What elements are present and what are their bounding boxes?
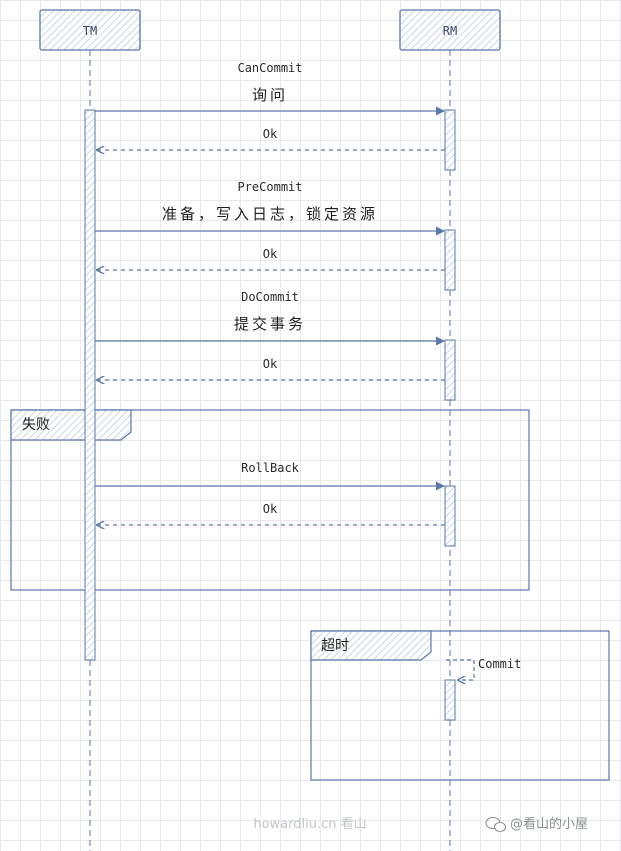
rollback-label: RollBack — [241, 461, 300, 475]
rm-activation-3 — [444, 339, 456, 401]
failure-frame: 失败 — [10, 409, 530, 591]
watermark-text: howardliu.cn 看山 — [253, 816, 366, 832]
self-commit-label: Commit — [478, 657, 521, 671]
ok-label-1: Ok — [263, 127, 278, 141]
account-name: @看山的小屋 — [510, 816, 588, 832]
timeout-frame: 超时 — [310, 630, 610, 781]
cancommit-sub-label: 询问 — [252, 86, 288, 104]
rm-activation-2 — [444, 229, 456, 291]
timeout-frame-label: 超时 — [321, 638, 349, 654]
tm-activation — [84, 109, 96, 661]
rm-activation-5 — [444, 679, 456, 721]
tm-actor: TM — [39, 9, 141, 51]
rm-actor-label: RM — [443, 24, 457, 38]
ok-label-3: Ok — [263, 357, 278, 371]
ok-label-2: Ok — [263, 247, 278, 261]
self-commit-arrow — [446, 659, 475, 680]
docommit-label: DoCommit — [241, 290, 299, 304]
rm-activation-1 — [444, 109, 456, 171]
tm-actor-label: TM — [83, 24, 97, 38]
docommit-sub-label: 提交事务 — [234, 315, 306, 333]
rm-actor: RM — [399, 9, 501, 51]
failure-frame-label: 失败 — [22, 417, 50, 433]
wechat-icon — [485, 816, 507, 833]
rm-activation-4 — [444, 485, 456, 547]
precommit-label: PreCommit — [237, 180, 302, 194]
ok-label-4: Ok — [263, 502, 278, 516]
cancommit-label: CanCommit — [237, 61, 302, 75]
precommit-sub-label: 准备，写入日志，锁定资源 — [162, 205, 378, 223]
